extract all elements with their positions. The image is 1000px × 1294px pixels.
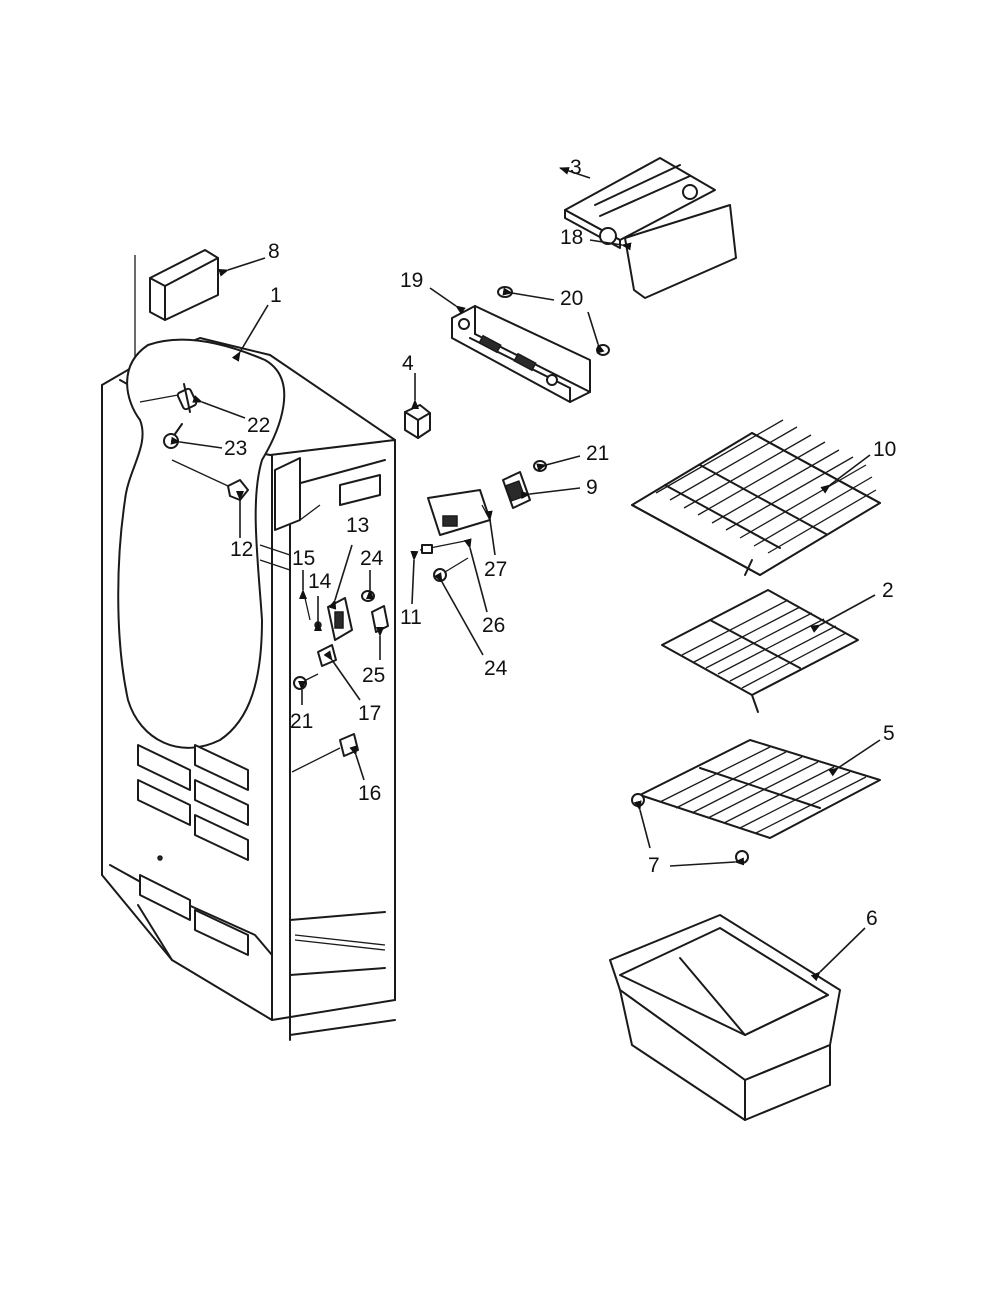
callout-8: 8 bbox=[268, 240, 280, 263]
callout-18: 18 bbox=[560, 226, 583, 249]
damper-bracket-part bbox=[451, 305, 591, 403]
wire-shelf-bottom-part bbox=[639, 739, 881, 839]
light-socket-part bbox=[139, 383, 198, 413]
light-assembly-part bbox=[419, 489, 491, 582]
air-clip-part bbox=[404, 404, 431, 439]
callout-22: 22 bbox=[247, 414, 270, 437]
wire-shelf-top-part bbox=[631, 419, 881, 576]
callout-15: 15 bbox=[292, 547, 315, 570]
callout-14: 14 bbox=[308, 570, 332, 593]
callout-23: 23 bbox=[224, 437, 247, 460]
control-housing-part bbox=[327, 597, 353, 641]
screw-part bbox=[596, 344, 610, 356]
screw-part bbox=[361, 590, 375, 602]
screw-part bbox=[293, 676, 307, 690]
wire-shelf-middle-part bbox=[661, 589, 859, 713]
switch-part bbox=[291, 733, 359, 773]
callout-27: 27 bbox=[484, 558, 507, 581]
callout-24-bottom: 24 bbox=[484, 657, 508, 680]
screw-part bbox=[497, 286, 513, 298]
callout-5: 5 bbox=[883, 722, 895, 745]
callout-12: 12 bbox=[230, 538, 253, 561]
callout-2: 2 bbox=[882, 579, 894, 602]
callout-21-bottom: 21 bbox=[290, 710, 313, 733]
control-cover-part bbox=[149, 249, 219, 321]
freezer-liner-part bbox=[101, 255, 396, 1041]
callout-25: 25 bbox=[362, 664, 385, 687]
shelf-end-cap-part bbox=[735, 850, 749, 864]
callout-labels: 1 2 3 4 5 6 7 8 9 10 11 12 13 14 15 16 1… bbox=[224, 156, 896, 930]
callout-10: 10 bbox=[873, 438, 896, 461]
callout-20: 20 bbox=[560, 287, 583, 310]
callout-6: 6 bbox=[866, 907, 878, 930]
leader-lines bbox=[170, 167, 881, 982]
callout-17: 17 bbox=[358, 702, 381, 725]
callout-13: 13 bbox=[346, 514, 369, 537]
callout-9: 9 bbox=[586, 476, 598, 499]
callout-16: 16 bbox=[358, 782, 381, 805]
bracket-part bbox=[371, 605, 389, 633]
freezer-basket-part bbox=[609, 914, 841, 1121]
wire-lead-part bbox=[304, 597, 311, 621]
callout-7: 7 bbox=[648, 854, 660, 877]
vent-grille-left bbox=[137, 744, 249, 956]
callout-24-top: 24 bbox=[360, 547, 384, 570]
callout-11: 11 bbox=[400, 606, 422, 629]
callout-19: 19 bbox=[400, 269, 423, 292]
divider-panel-part bbox=[624, 204, 737, 299]
callout-21-top: 21 bbox=[586, 442, 609, 465]
callout-4: 4 bbox=[402, 352, 414, 375]
callout-1: 1 bbox=[270, 284, 282, 307]
callout-26: 26 bbox=[482, 614, 505, 637]
screw-part bbox=[314, 621, 322, 629]
ice-bin-hinge-part bbox=[564, 157, 716, 249]
screw-part bbox=[533, 460, 547, 472]
callout-3: 3 bbox=[570, 156, 582, 179]
shelf-end-cap-part bbox=[631, 793, 645, 807]
